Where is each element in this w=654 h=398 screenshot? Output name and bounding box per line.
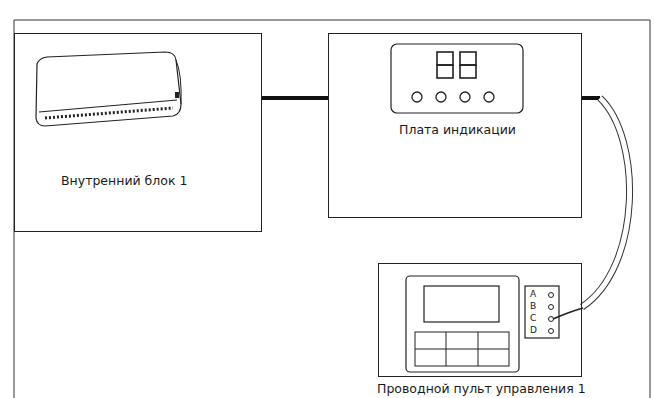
indoor-unit-box: Внутренний блок 1 (14, 33, 262, 232)
terminal-pin-name: B (530, 302, 536, 311)
terminal-pin-name: C (530, 314, 536, 323)
illustration (379, 264, 583, 378)
cable (582, 98, 630, 307)
wired-controller-box: Проводной пульт управления 1ABCD (378, 263, 582, 377)
cable (262, 98, 328, 99)
terminal-pin-name: A (530, 290, 536, 299)
terminal-pin-name: D (530, 326, 537, 335)
node-label: Проводной пульт управления 1 (377, 381, 586, 396)
display-board-box: Плата индикации (328, 33, 582, 218)
node-label: Плата индикации (399, 122, 516, 137)
illustration (15, 34, 263, 233)
node-label: Внутренний блок 1 (61, 173, 187, 188)
